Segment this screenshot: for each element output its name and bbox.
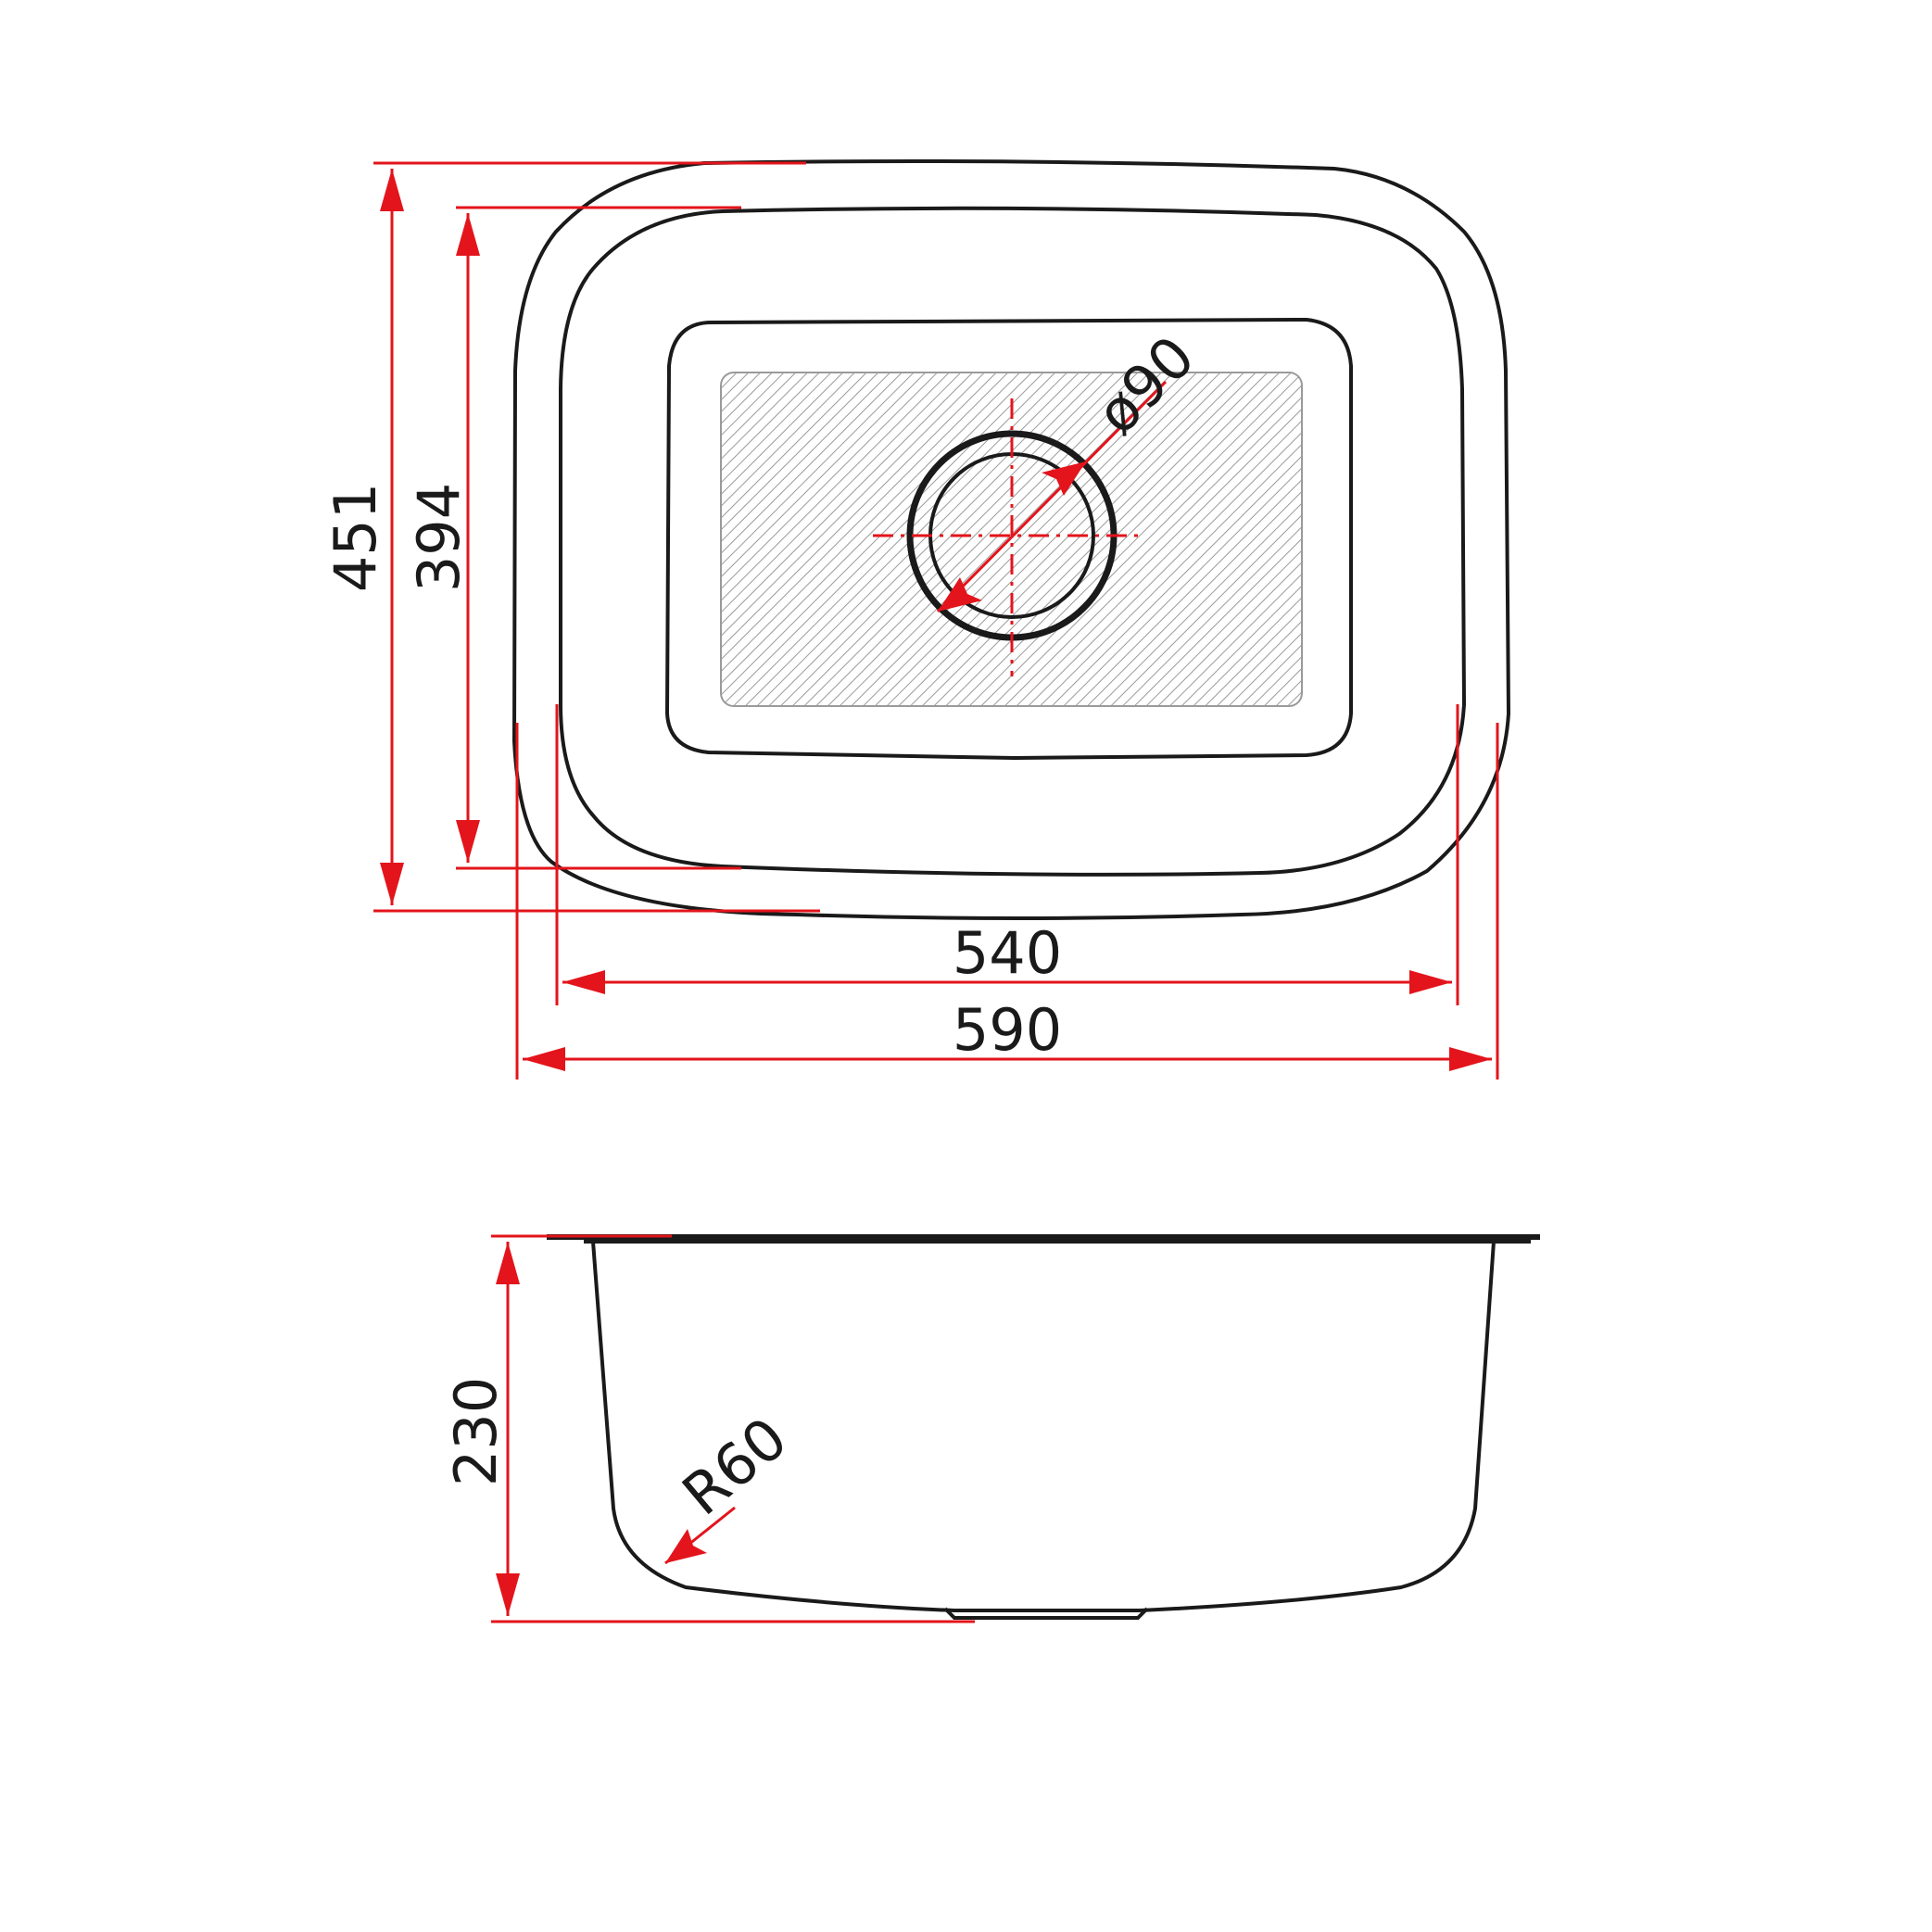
- dim-230-arrow-top: [496, 1242, 520, 1284]
- dim-540-arrow-left: [562, 970, 605, 994]
- side-bowl-profile: [591, 1241, 1496, 1612]
- hatched-floor-area: [720, 372, 1303, 707]
- side-view: 230 R60: [442, 1234, 1540, 1623]
- top-view: ø90 451 394 540 590: [322, 159, 1511, 1080]
- dim-590-label: 590: [953, 996, 1062, 1064]
- drain-diameter-arrow-upper: [1042, 461, 1086, 496]
- dim-590-arrow-left: [523, 1047, 565, 1071]
- dim-394-arrow-bottom: [456, 820, 480, 863]
- dim-451-arrow-bottom: [380, 863, 404, 905]
- dim-451-label: 451: [322, 483, 389, 592]
- dim-451-arrow-top: [380, 169, 404, 211]
- dim-540-arrow-right: [1409, 970, 1452, 994]
- radius-arrow: [665, 1529, 707, 1563]
- dim-394-arrow-top: [456, 213, 480, 256]
- bowl-floor: [664, 317, 1353, 761]
- dim-590-arrow-right: [1449, 1047, 1492, 1071]
- drain-diameter-leader: [936, 380, 1168, 613]
- sink-outer-rim: [511, 159, 1511, 920]
- dim-394-label: 394: [405, 483, 473, 592]
- drain-diameter-arrow-lower: [938, 577, 982, 612]
- dim-230-arrow-bottom: [496, 1573, 520, 1616]
- dim-540-label: 540: [953, 919, 1062, 987]
- dim-230-label: 230: [442, 1377, 510, 1486]
- radius-label: R60: [670, 1404, 800, 1528]
- side-drain-outlet: [943, 1607, 1149, 1620]
- sink-bowl-edge: [559, 206, 1467, 877]
